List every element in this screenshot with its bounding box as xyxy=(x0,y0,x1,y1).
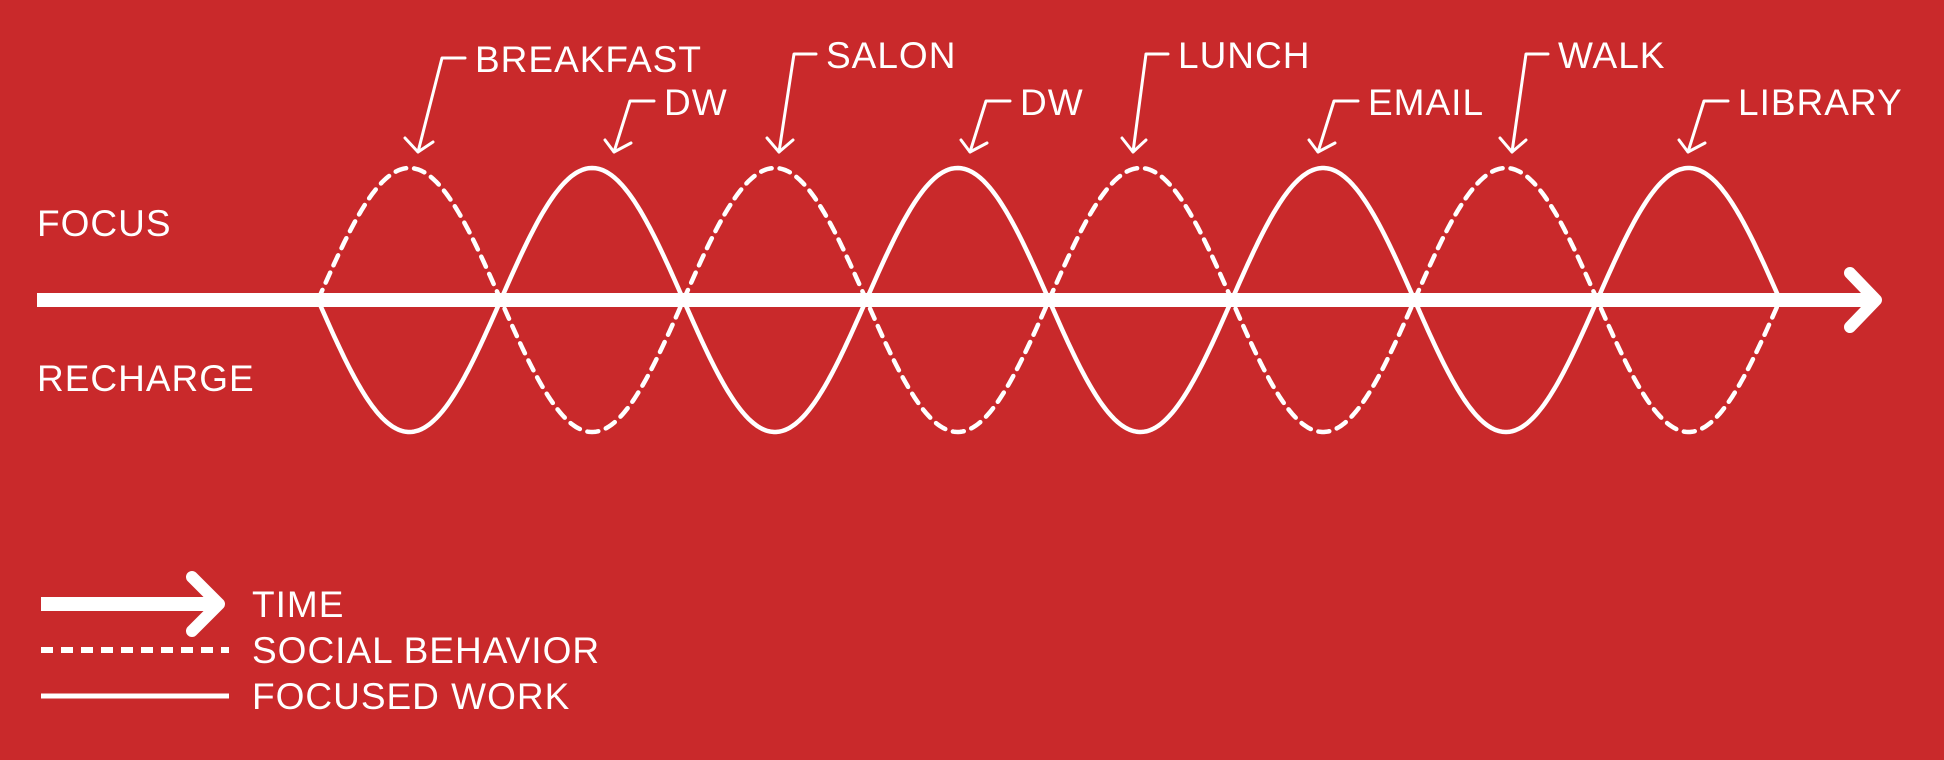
callout-arrowhead-icon xyxy=(1498,136,1528,154)
callout-salon: SALON xyxy=(765,35,956,154)
callout-lunch: LUNCH xyxy=(1120,35,1310,154)
callout-arrow-icon xyxy=(777,52,818,154)
callout-label: DW xyxy=(1020,82,1084,123)
callout-label: LIBRARY xyxy=(1738,82,1903,123)
time-axis xyxy=(37,267,1882,333)
callout-arrowhead-icon xyxy=(603,138,633,154)
callout-dw: DW xyxy=(603,82,728,154)
callout-dw: DW xyxy=(959,82,1084,154)
focus-label: FOCUS xyxy=(37,203,172,244)
callout-arrowhead-icon xyxy=(959,138,989,154)
recharge-label: RECHARGE xyxy=(37,358,255,399)
legend: TIME SOCIAL BEHAVIOR FOCUSED WORK xyxy=(41,571,600,717)
callout-arrow-icon xyxy=(1131,52,1170,154)
callout-label: DW xyxy=(664,82,728,123)
legend-item-time: TIME xyxy=(41,571,344,637)
callout-arrow-icon xyxy=(1686,99,1730,154)
legend-item-focused-work: FOCUSED WORK xyxy=(41,676,570,717)
callout-breakfast: BREAKFAST xyxy=(403,39,702,154)
callout-arrow-icon xyxy=(968,99,1012,154)
legend-label: FOCUSED WORK xyxy=(252,676,570,717)
callout-label: BREAKFAST xyxy=(475,39,702,80)
callout-arrowhead-icon xyxy=(765,136,795,154)
callout-label: WALK xyxy=(1558,35,1665,76)
time-axis-arrowhead-icon xyxy=(1844,267,1882,333)
callout-arrowhead-icon xyxy=(1677,138,1707,154)
callout-label: EMAIL xyxy=(1368,82,1484,123)
arrow-icon-head xyxy=(186,571,225,637)
callout-arrow-icon xyxy=(1316,99,1360,154)
callout-arrow-icon xyxy=(612,99,656,154)
legend-item-social-behavior: SOCIAL BEHAVIOR xyxy=(41,630,600,671)
callouts: BREAKFAST DW SALON DW LUNCH EMAIL xyxy=(403,35,1903,154)
callout-email: EMAIL xyxy=(1307,82,1484,154)
legend-label: SOCIAL BEHAVIOR xyxy=(252,630,600,671)
callout-arrow-icon xyxy=(416,56,467,154)
callout-arrow-icon xyxy=(1510,52,1550,154)
callout-walk: WALK xyxy=(1498,35,1665,154)
callout-library: LIBRARY xyxy=(1677,82,1903,154)
legend-label: TIME xyxy=(252,584,344,625)
callout-arrowhead-icon xyxy=(403,136,435,154)
callout-arrowhead-icon xyxy=(1120,136,1148,154)
callout-label: LUNCH xyxy=(1178,35,1310,76)
callout-arrowhead-icon xyxy=(1307,138,1337,154)
callout-label: SALON xyxy=(826,35,956,76)
